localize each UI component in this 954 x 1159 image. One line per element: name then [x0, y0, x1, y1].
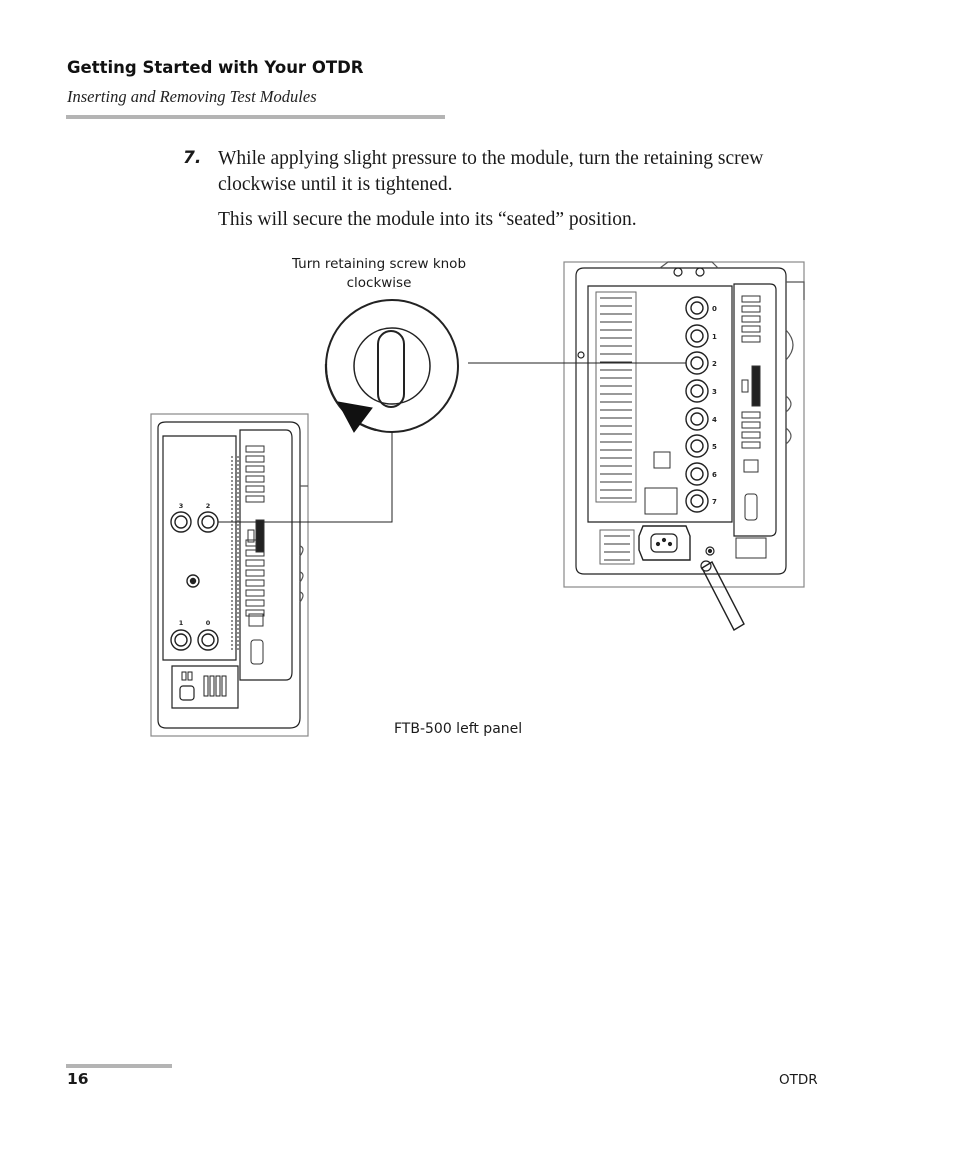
header-rule: [66, 115, 445, 119]
large-slot-label-7: 7: [712, 498, 717, 506]
large-slot-label-2: 2: [712, 360, 717, 368]
step-number: 7.: [183, 148, 202, 168]
small-slot-label-3: 3: [179, 502, 184, 510]
large-slot-label-3: 3: [712, 388, 717, 396]
large-slot-label-6: 6: [712, 471, 717, 479]
page-number: 16: [67, 1070, 89, 1088]
section-title: Getting Started with Your OTDR: [67, 58, 364, 77]
large-slot-label-4: 4: [712, 416, 717, 424]
leader-lines: [218, 362, 686, 523]
small-slot-label-2: 2: [206, 502, 211, 510]
large-unit-slot-labels: 0 1 2 3 4 5 6 7: [712, 305, 717, 506]
large-unit-drawing: [563, 261, 805, 631]
product-name: OTDR: [779, 1072, 818, 1088]
large-slot-label-1: 1: [712, 333, 717, 341]
figure-caption: FTB-500 left panel: [394, 721, 523, 737]
small-unit-slot-labels: 3 2 1 0: [179, 502, 211, 627]
large-slot-label-0: 0: [712, 305, 717, 313]
clockwise-arrow-icon: [337, 401, 373, 433]
step-note: This will secure the module into its “se…: [218, 209, 637, 230]
small-unit-drawing: [150, 413, 309, 737]
footer-rule: [66, 1064, 172, 1068]
small-slot-label-0: 0: [206, 619, 211, 627]
step-text: While applying slight pressure to the mo…: [218, 148, 764, 195]
small-slot-label-1: 1: [179, 619, 184, 627]
section-subtitle: Inserting and Removing Test Modules: [67, 87, 317, 106]
callout-label: Turn retaining screw knob clockwise: [291, 256, 467, 291]
large-slot-label-5: 5: [712, 443, 717, 451]
